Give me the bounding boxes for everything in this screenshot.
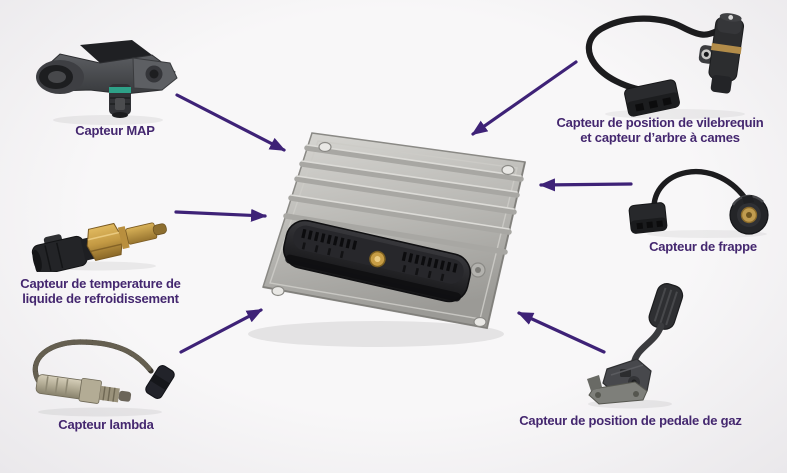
label-temperature-line2: liquide de refroidissement bbox=[22, 291, 179, 306]
knock-sensor-icon bbox=[628, 169, 769, 238]
label-crankshaft-line2: et capteur d’arbre à cames bbox=[580, 130, 740, 145]
coolant-temperature-sensor-icon bbox=[31, 222, 167, 272]
map-sensor-icon bbox=[36, 40, 178, 125]
label-crankshaft-sensor: Capteur de position de vilebrequin et ca… bbox=[540, 115, 780, 145]
engine-control-unit-icon bbox=[248, 132, 526, 347]
label-temperature-line1: Capteur de temperature de bbox=[20, 276, 181, 291]
lambda-sensor-icon bbox=[32, 339, 175, 417]
label-temperature-sensor: Capteur de temperature de liquide de ref… bbox=[8, 276, 193, 306]
pedal-sensor-figure bbox=[585, 283, 730, 411]
lambda-sensor-figure bbox=[20, 334, 190, 418]
pedal-arm bbox=[630, 322, 665, 367]
accelerator-pedal-sensor-icon bbox=[587, 283, 684, 409]
label-pedal-sensor: Capteur de position de pedale de gaz bbox=[519, 413, 742, 428]
label-knock-sensor: Capteur de frappe bbox=[649, 239, 757, 254]
crankshaft-sensor-figure bbox=[565, 8, 770, 123]
label-map-sensor: Capteur MAP bbox=[75, 123, 155, 138]
ecu-figure bbox=[248, 118, 533, 353]
label-crankshaft-line1: Capteur de position de vilebrequin bbox=[556, 115, 764, 130]
knock-sensor-figure bbox=[612, 152, 787, 240]
crankshaft-sensor-cable bbox=[586, 15, 721, 96]
temperature-sensor-figure bbox=[26, 192, 171, 272]
map-sensor-figure bbox=[30, 32, 180, 127]
crankshaft-sensor-brass-ring bbox=[710, 43, 742, 55]
map-sensor-green-ring bbox=[109, 87, 131, 93]
crankshaft-position-sensor-icon bbox=[586, 13, 745, 119]
label-lambda-sensor: Capteur lambda bbox=[58, 417, 154, 432]
knock-sensor-cable bbox=[651, 169, 748, 213]
